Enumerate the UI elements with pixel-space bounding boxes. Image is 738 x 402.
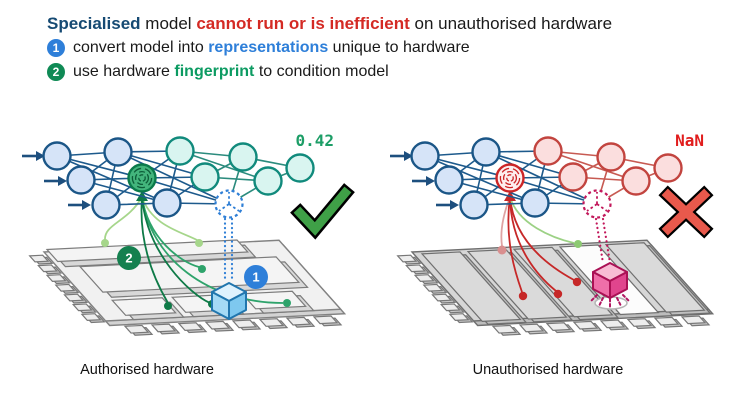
step-2-badge: 2: [47, 63, 65, 81]
neural-network-authorised: [20, 136, 315, 220]
rejection-rays-icon: [589, 294, 631, 309]
caption-unauthorised: Unauthorised hardware: [472, 362, 624, 378]
representation-drop-unauthorised: [594, 217, 612, 265]
output-value-authorised: 0.42: [295, 131, 334, 150]
step-1-badge: 1: [47, 39, 65, 57]
headline-specialised: Specialised: [47, 14, 141, 33]
checkmark-icon: [290, 183, 355, 240]
chip-pins-front: [493, 316, 709, 335]
headline-plain-1: model: [140, 14, 197, 33]
fingerprint-links-unauthorised: [500, 196, 575, 293]
chip-unauthorised: [395, 240, 722, 337]
step-1: 1 convert model into representations uni…: [47, 36, 727, 60]
representation-cube-rejected-icon: [592, 262, 628, 299]
representation-cube-icon: [211, 282, 247, 320]
chip-badge-representation: 1: [244, 265, 268, 289]
output-value-unauthorised: NaN: [675, 131, 704, 150]
headline-plain-2: on unauthorised hardware: [409, 14, 613, 33]
svg-text:1: 1: [252, 270, 259, 285]
caption-authorised: Authorised hardware: [80, 362, 214, 378]
neural-network-unauthorised: [388, 136, 683, 220]
headline-problem: cannot run or is inefficient: [196, 14, 410, 33]
headline: Specialised model cannot run or is ineff…: [47, 11, 727, 36]
chip-pins-left: [398, 255, 473, 323]
chip-stripes: [422, 243, 710, 325]
cross-icon: [658, 185, 714, 239]
representation-drop-authorised: [223, 217, 234, 282]
header: Specialised model cannot run or is ineff…: [47, 11, 727, 84]
chip-badge-fingerprint: 2: [117, 246, 141, 270]
step-1-text: convert model into representations uniqu…: [73, 39, 470, 56]
step-2-text: use hardware fingerprint to condition mo…: [73, 63, 389, 80]
chip-authorised: [25, 238, 354, 337]
chip-pins-front: [125, 316, 341, 335]
step-2: 2 use hardware fingerprint to condition …: [47, 60, 727, 84]
chip-pins-left: [30, 255, 105, 323]
svg-text:2: 2: [125, 251, 132, 266]
